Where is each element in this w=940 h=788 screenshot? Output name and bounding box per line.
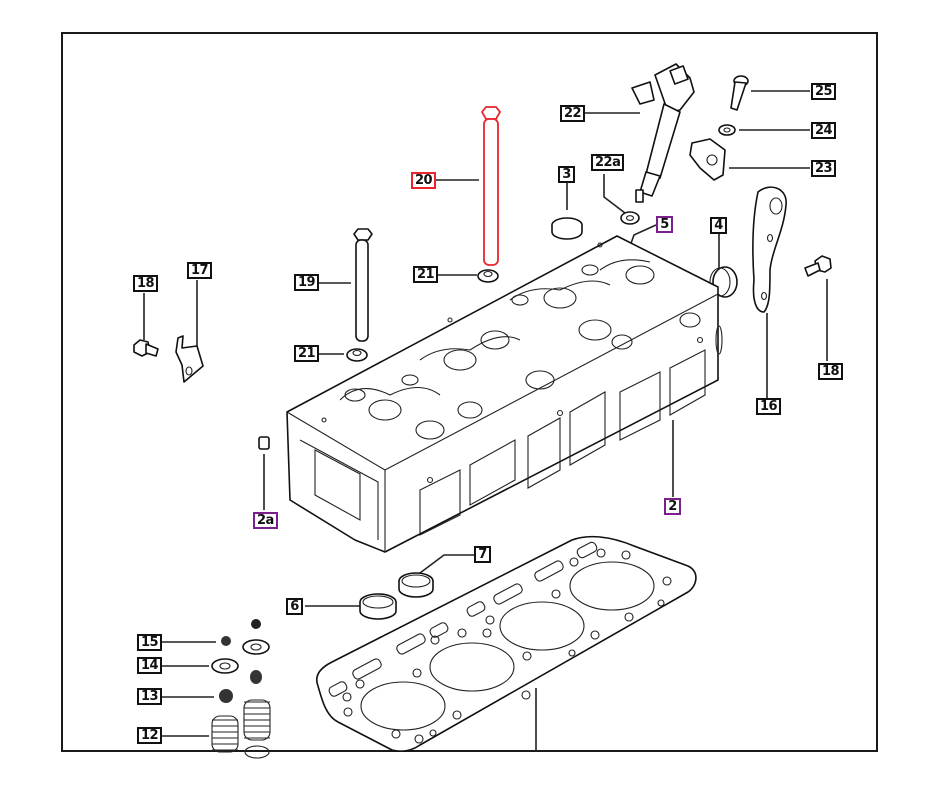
dowel-part bbox=[258, 436, 270, 450]
injector-part bbox=[631, 63, 695, 203]
bolt-part bbox=[804, 255, 832, 277]
callout-18-left[interactable]: 18 bbox=[133, 275, 159, 292]
cylinder-head-part bbox=[286, 235, 723, 553]
callout-13[interactable]: 13 bbox=[137, 688, 163, 705]
callout-6[interactable]: 6 bbox=[286, 598, 303, 615]
callout-21-upper[interactable]: 21 bbox=[413, 266, 439, 283]
leader-lines bbox=[143, 90, 828, 752]
callout-2a[interactable]: 2a bbox=[253, 512, 278, 529]
callout-2[interactable]: 2 bbox=[664, 498, 681, 515]
callout-15[interactable]: 15 bbox=[137, 634, 163, 651]
callout-7[interactable]: 7 bbox=[474, 546, 491, 563]
callout-21-lower[interactable]: 21 bbox=[294, 345, 320, 362]
lifting-eye-part bbox=[752, 186, 787, 313]
callout-18-right[interactable]: 18 bbox=[818, 363, 844, 380]
valve-spring-part bbox=[211, 699, 271, 759]
washer-part bbox=[620, 211, 640, 225]
plug-part bbox=[709, 266, 738, 298]
seal-ring-part bbox=[398, 572, 434, 598]
head-gasket-part bbox=[316, 535, 697, 752]
head-bolt-part bbox=[353, 228, 373, 342]
bracket-part bbox=[175, 335, 204, 383]
washer-part bbox=[718, 124, 736, 136]
bolt-part bbox=[133, 339, 159, 357]
callout-5[interactable]: 5 bbox=[656, 216, 673, 233]
callout-14[interactable]: 14 bbox=[137, 657, 163, 674]
callout-3[interactable]: 3 bbox=[558, 166, 575, 183]
callout-17[interactable]: 17 bbox=[187, 262, 213, 279]
callout-16[interactable]: 16 bbox=[756, 398, 782, 415]
callout-22a[interactable]: 22a bbox=[591, 154, 625, 171]
bolt-part bbox=[730, 75, 749, 111]
seal-ring-part bbox=[359, 593, 397, 620]
callout-22[interactable]: 22 bbox=[560, 105, 586, 122]
callout-23[interactable]: 23 bbox=[811, 160, 837, 177]
valve-train-parts bbox=[211, 619, 270, 703]
callout-19[interactable]: 19 bbox=[294, 274, 320, 291]
callout-25[interactable]: 25 bbox=[811, 83, 837, 100]
seal-ring-part bbox=[551, 217, 583, 240]
callout-12[interactable]: 12 bbox=[137, 727, 163, 744]
callout-24[interactable]: 24 bbox=[811, 122, 837, 139]
head-bolt-selected-part bbox=[480, 106, 502, 266]
callout-20-selected[interactable]: 20 bbox=[411, 172, 437, 189]
callout-4[interactable]: 4 bbox=[710, 217, 727, 234]
